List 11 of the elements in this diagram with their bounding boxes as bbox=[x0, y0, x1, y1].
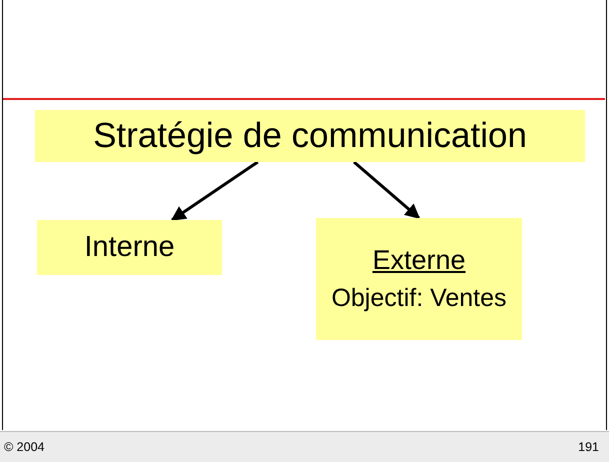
arrow bbox=[170, 160, 259, 222]
box-title: Interne bbox=[84, 230, 175, 264]
category-box bbox=[316, 218, 522, 340]
box-text: Objectif: Ventes bbox=[331, 284, 507, 313]
copyright-text: © 2004 bbox=[4, 440, 44, 454]
box-title: Stratégie de communication bbox=[93, 116, 527, 156]
category-box bbox=[37, 220, 222, 275]
box-title: Externe bbox=[372, 245, 466, 276]
page-number: 191 bbox=[578, 440, 599, 454]
heading-box bbox=[35, 110, 585, 162]
arrow bbox=[353, 160, 420, 220]
